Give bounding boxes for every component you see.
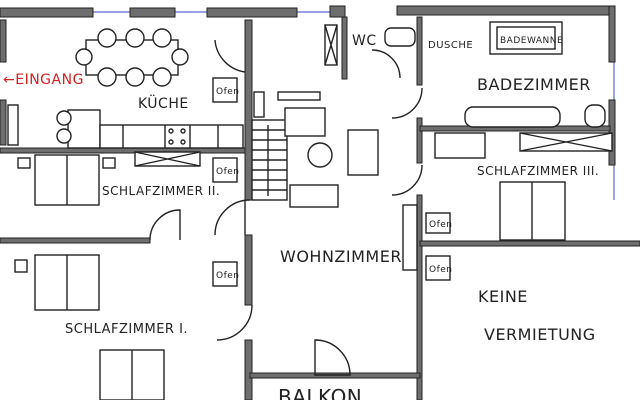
bedroom-3-furniture [402, 132, 566, 271]
stove-kitchen [212, 77, 238, 103]
bedroom-3-label: SCHLAFZIMMER III. [477, 164, 599, 178]
living-room-label: WOHNZIMMER [280, 247, 402, 266]
living-room-furniture [277, 91, 379, 208]
dining-table [75, 28, 189, 87]
shower-label: DUSCHE [428, 40, 473, 51]
kitchen-counter [7, 104, 244, 149]
stove-label: Ofen [216, 271, 240, 281]
not-for-rent-label-line2: VERMIETUNG [484, 325, 596, 344]
not-for-rent-label-line1: KEINE [478, 287, 528, 306]
bathtub-label: BADEWANNE [500, 36, 563, 46]
doors [149, 39, 423, 376]
stove-keine [425, 255, 451, 281]
stove-label: Ofen [429, 220, 453, 230]
stove-label: Ofen [216, 167, 240, 177]
staircase [251, 91, 288, 201]
bathroom-furniture [324, 21, 613, 152]
kitchen-label: KÜCHE [138, 94, 189, 112]
bedroom-1-furniture [14, 254, 165, 400]
walls [0, 5, 640, 400]
bedroom-1-label: SCHLAFZIMMER I. [65, 322, 188, 337]
windows [93, 11, 615, 200]
stove-label: Ofen [216, 87, 240, 97]
bedroom-2-furniture [17, 151, 201, 206]
stove-bedroom-3 [425, 212, 451, 234]
stove-bedroom-1 [212, 261, 238, 287]
wc-label: WC [352, 33, 377, 49]
stoves [212, 77, 451, 287]
bedroom-2-label: SCHLAFZIMMER II. [102, 184, 220, 198]
stove-label: Ofen [429, 265, 453, 275]
stove-bedroom-2 [212, 157, 238, 183]
bathroom-label: BADEZIMMER [477, 75, 591, 94]
entrance-label: ←EINGANG [3, 72, 84, 88]
balcony-label: BALKON [278, 385, 362, 400]
